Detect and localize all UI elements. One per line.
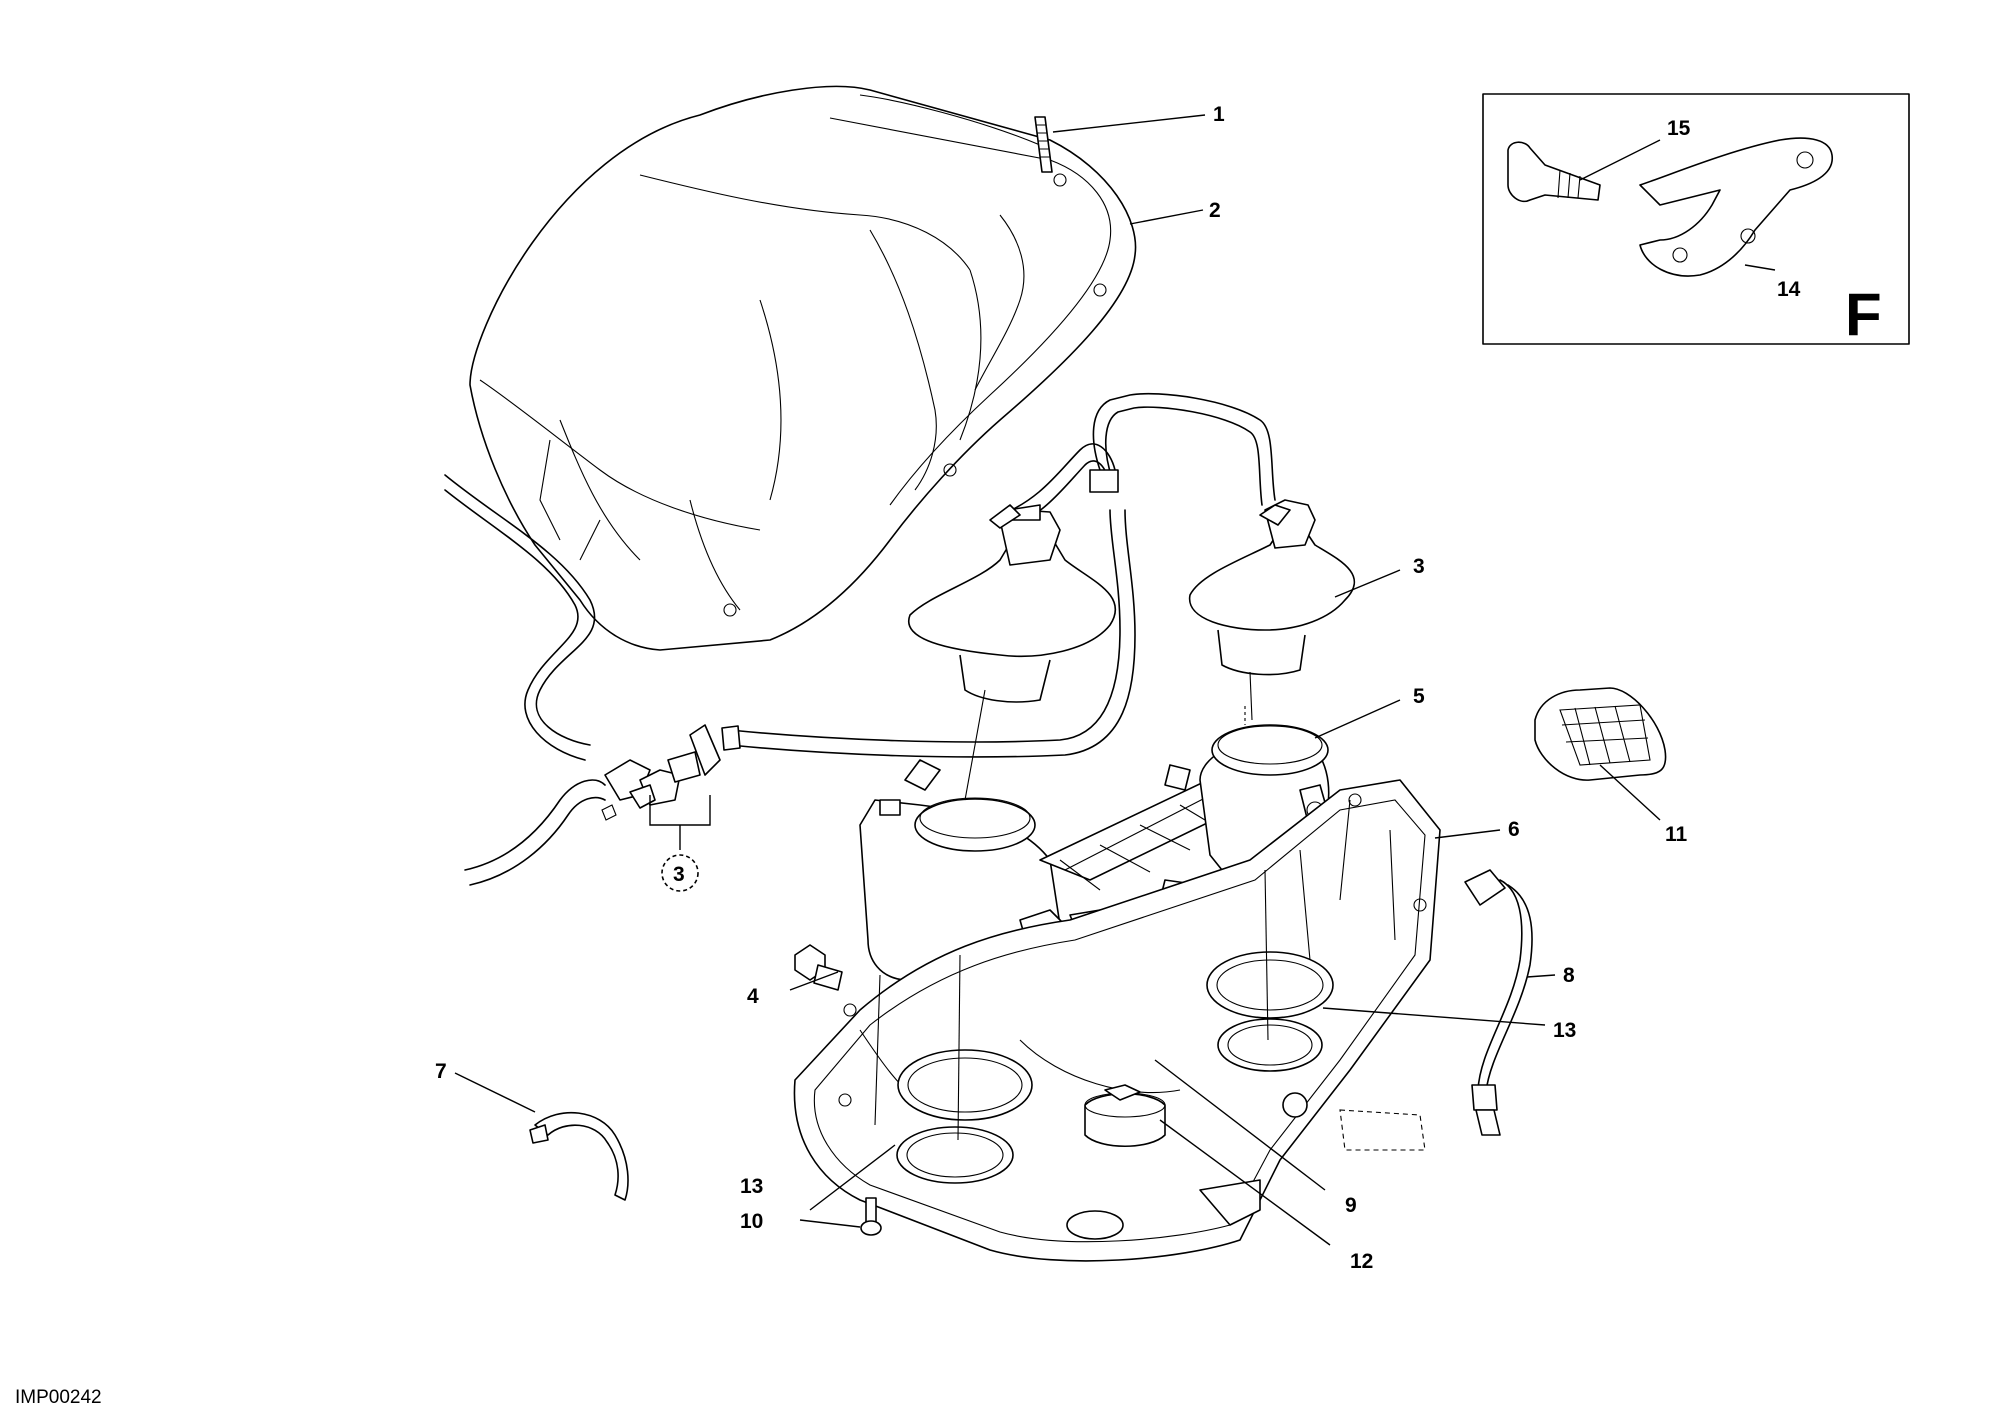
intake-funnel-right	[1189, 499, 1356, 676]
screw-part-1	[1034, 116, 1053, 173]
filter-element-part-11	[1534, 687, 1667, 781]
airbox-base	[793, 779, 1441, 1262]
callout-10: 10	[740, 1210, 763, 1233]
callout-12: 12	[1350, 1250, 1373, 1273]
callout-4: 4	[747, 985, 759, 1008]
callout-6: 6	[1508, 818, 1520, 841]
callout-11: 11	[1665, 823, 1688, 846]
callout-9: 9	[1345, 1194, 1357, 1217]
pressure-sensor	[1084, 1084, 1166, 1148]
callout-3-funnel: 3	[1413, 555, 1425, 578]
clamp-part-7	[529, 1111, 629, 1201]
vent-hoses	[444, 392, 1276, 886]
gasket-right	[1206, 951, 1334, 1019]
callout-3-union: 3	[673, 863, 685, 886]
tank-cover	[469, 85, 1137, 651]
drain-hose-part-8	[1464, 869, 1533, 1136]
callout-labels: 1 2 3 3 4 5 6 7 8 9 10 11 12 13 13 14 15…	[15, 103, 1882, 1408]
callout-2: 2	[1209, 199, 1221, 222]
bolt-part-4	[794, 944, 843, 991]
callout-13-right: 13	[1553, 1019, 1576, 1042]
callout-5: 5	[1413, 685, 1425, 708]
callout-8: 8	[1563, 964, 1575, 987]
assembly-lines	[874, 671, 1269, 1141]
callout-1: 1	[1213, 103, 1225, 126]
callout-14: 14	[1777, 278, 1801, 301]
detail-box-letter: F	[1845, 281, 1882, 348]
drawing-code: IMP00242	[15, 1387, 102, 1408]
leader-lines	[454, 114, 1776, 1246]
three-way-union	[601, 724, 721, 892]
screw-part-10	[860, 1197, 882, 1236]
gasket-left	[897, 1049, 1033, 1121]
callout-7: 7	[435, 1060, 447, 1083]
callout-13-left: 13	[740, 1175, 763, 1198]
intake-funnel-left	[907, 504, 1117, 703]
callout-15: 15	[1667, 117, 1691, 140]
detail-box-f	[1482, 93, 1910, 345]
